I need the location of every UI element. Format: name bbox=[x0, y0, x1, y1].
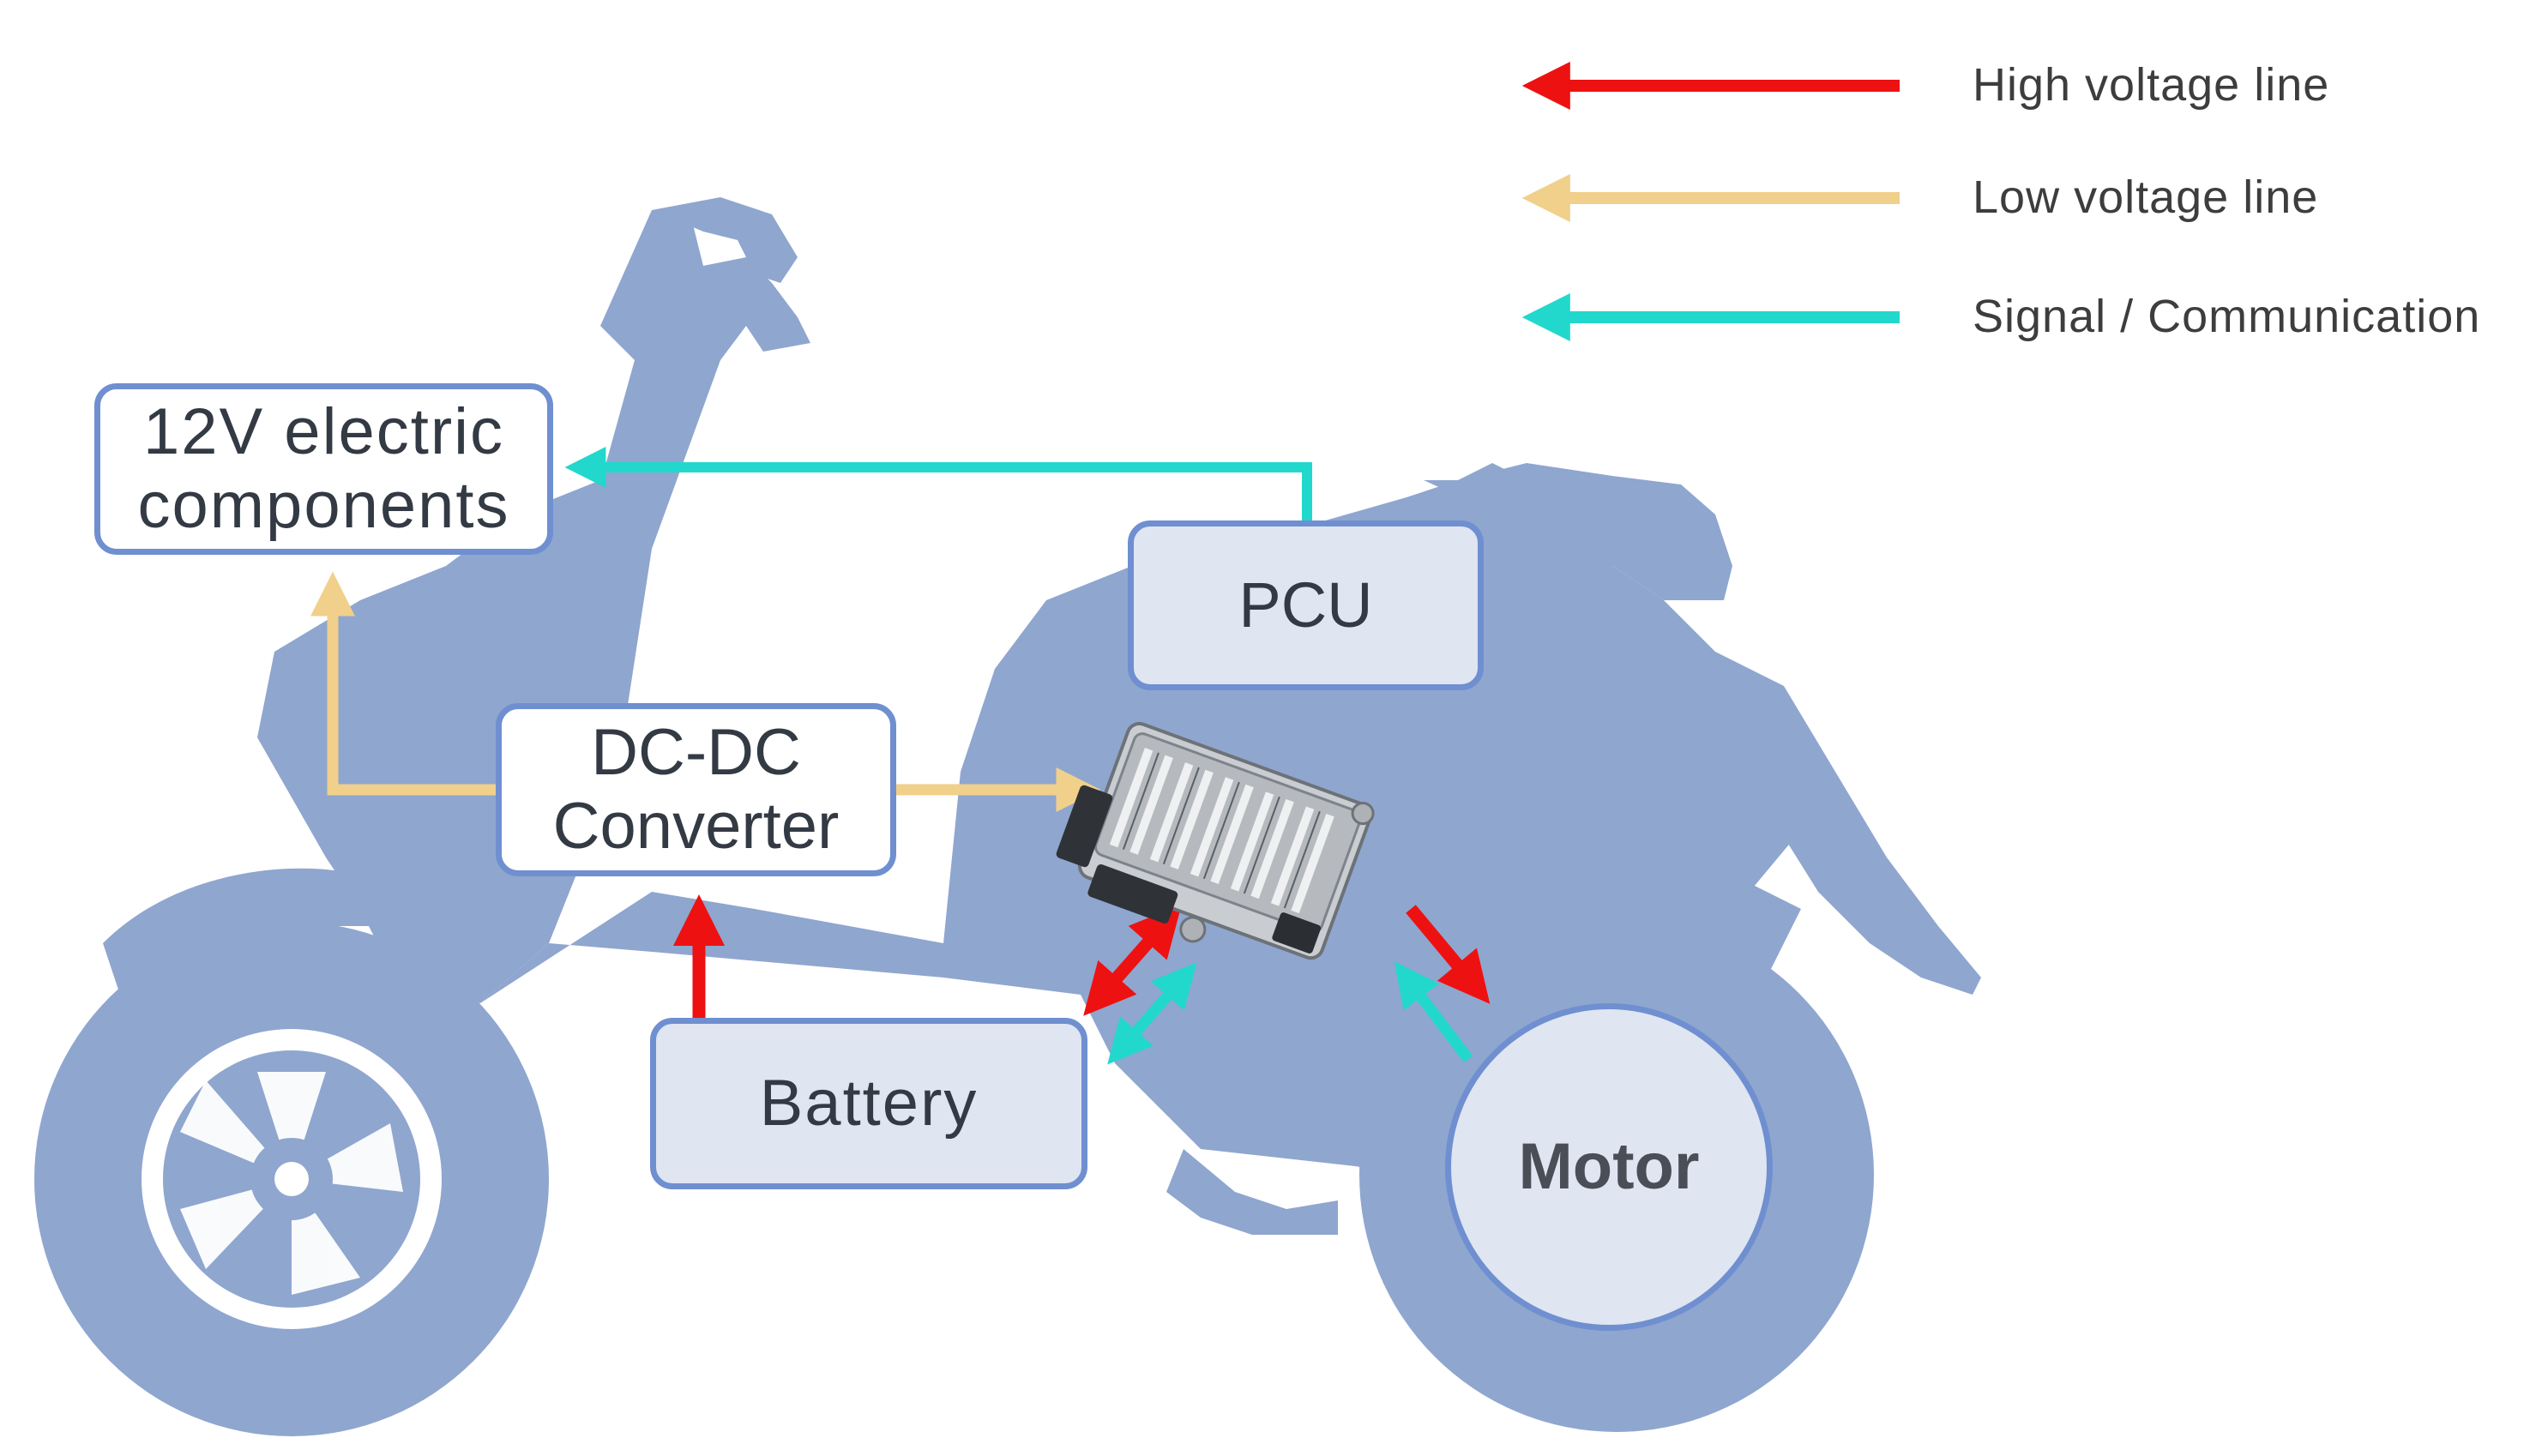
node-motor: Motor bbox=[1445, 1003, 1773, 1331]
high-voltage-line-controller-to-motor bbox=[1406, 905, 1491, 1004]
node-dcdc-line1: DC-DC bbox=[591, 716, 801, 790]
pcu-controller-icon bbox=[1056, 721, 1375, 960]
node-battery-label: Battery bbox=[759, 1067, 979, 1140]
node-12v-electric-components: 12V electric components bbox=[94, 383, 553, 555]
signal-line-pcu-to-components bbox=[564, 447, 1312, 523]
signal-line-battery-controller bbox=[1107, 962, 1197, 1065]
legend-signal-label: Signal / Communication bbox=[1973, 291, 2481, 342]
node-dcdc-converter: DC-DC Converter bbox=[496, 703, 896, 876]
node-12v-line2: components bbox=[137, 469, 510, 542]
node-dcdc-line2: Converter bbox=[552, 790, 840, 863]
node-pcu-label: PCU bbox=[1238, 569, 1373, 641]
low-voltage-line-dcdc-to-components bbox=[310, 571, 515, 796]
node-12v-line1: 12V electric bbox=[142, 395, 505, 469]
node-pcu: PCU bbox=[1128, 520, 1484, 690]
node-motor-label: Motor bbox=[1518, 1130, 1700, 1204]
legend-high-voltage-label: High voltage line bbox=[1973, 59, 2330, 111]
legend-low-voltage-label: Low voltage line bbox=[1973, 171, 2319, 223]
node-battery: Battery bbox=[650, 1018, 1087, 1189]
signal-line-motor-to-controller bbox=[1394, 961, 1473, 1062]
